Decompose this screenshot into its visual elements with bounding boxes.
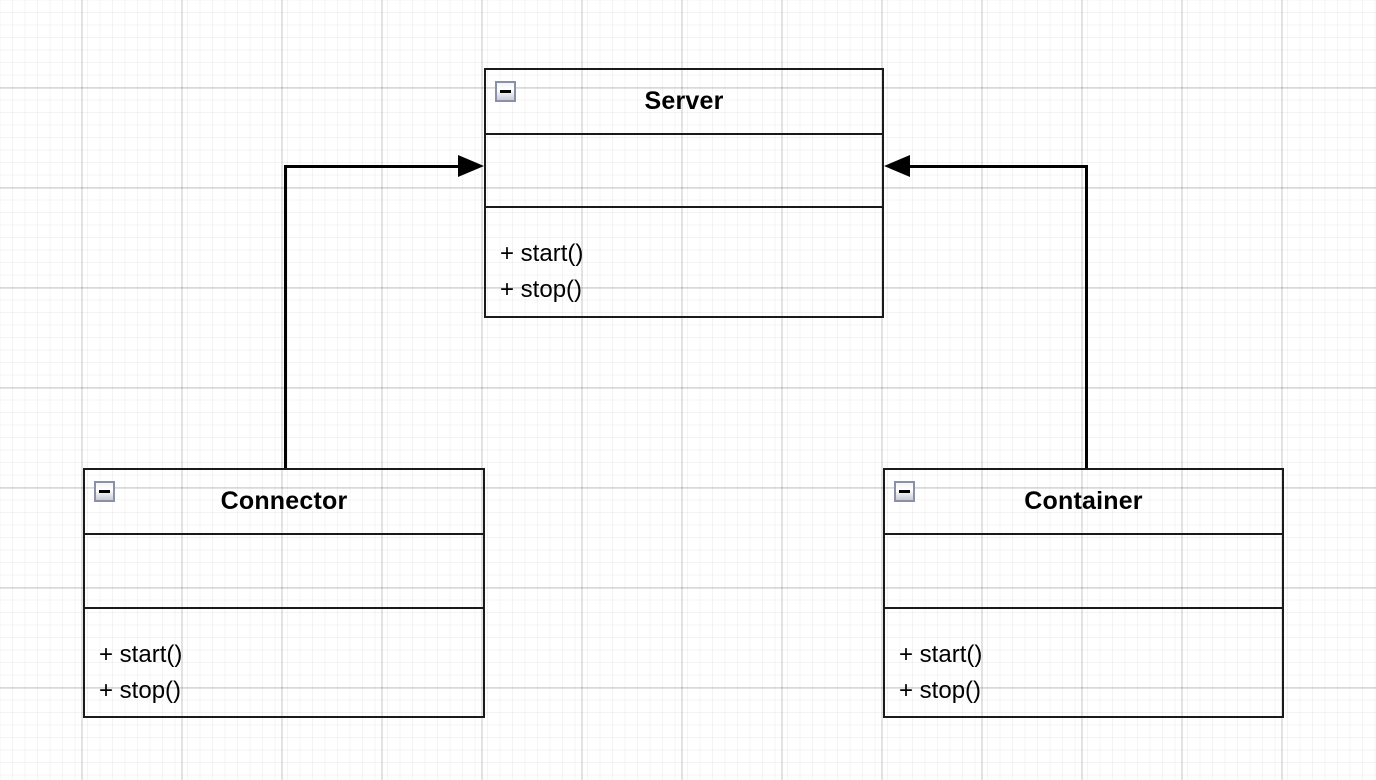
class-attributes-container <box>885 535 1282 609</box>
class-attributes-connector <box>85 535 483 609</box>
class-methods-container: + start() + stop() <box>885 609 1282 716</box>
class-name-server: Server <box>644 87 724 115</box>
class-methods-connector: + start() + stop() <box>85 609 483 716</box>
class-name-connector: Connector <box>220 487 348 515</box>
class-box-connector[interactable]: Connector + start() + stop() <box>83 468 485 718</box>
edge-connector-to-server-vertical[interactable] <box>284 165 287 470</box>
method-item: + start() <box>899 641 983 668</box>
minus-icon-bar <box>99 490 110 493</box>
class-box-container[interactable]: Container + start() + stop() <box>883 468 1284 718</box>
class-title-bar-server: Server <box>486 70 882 135</box>
arrowhead-into-server-left <box>458 155 484 177</box>
class-title-bar-container: Container <box>885 470 1282 535</box>
minus-icon-bar <box>500 90 511 93</box>
edge-container-to-server-horizontal[interactable] <box>910 165 1088 168</box>
minus-icon-bar <box>899 490 910 493</box>
class-name-container: Container <box>1024 487 1143 515</box>
class-methods-server: + start() + stop() <box>486 208 882 316</box>
method-item: + start() <box>99 641 183 668</box>
arrowhead-into-server-right <box>884 155 910 177</box>
class-title-bar-connector: Connector <box>85 470 483 535</box>
edge-connector-to-server-horizontal[interactable] <box>284 165 459 168</box>
edge-container-to-server-vertical[interactable] <box>1085 165 1088 470</box>
class-box-server[interactable]: Server + start() + stop() <box>484 68 884 318</box>
class-attributes-server <box>486 135 882 208</box>
minus-icon[interactable] <box>894 481 915 502</box>
minus-icon[interactable] <box>495 81 516 102</box>
method-item: + start() <box>500 240 584 267</box>
minus-icon[interactable] <box>94 481 115 502</box>
method-item: + stop() <box>99 677 182 704</box>
method-item: + stop() <box>899 677 982 704</box>
method-item: + stop() <box>500 276 583 303</box>
